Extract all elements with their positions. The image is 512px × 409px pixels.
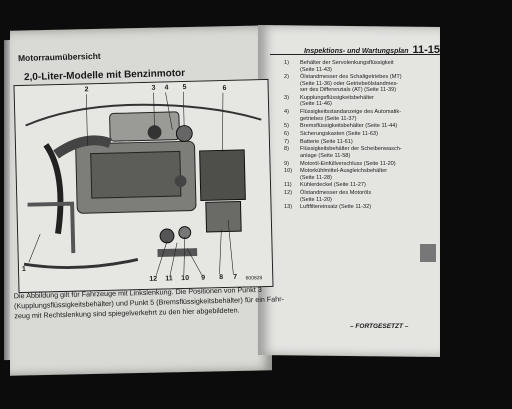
callout-9: 9 (201, 274, 206, 282)
legend-text: getriebes (Seite 11-37) (300, 115, 357, 122)
legend-item: 8) Flüssigkeitsbehälter der Scheibenwasch… (284, 146, 434, 159)
legend-text: Bremsflüssigkeitsbehälter (Seite 11-44) (300, 123, 398, 130)
legend-item: 12) Ölstandmesser des Motoröls(Seite 11-2… (284, 190, 434, 203)
legend-number: 12) (284, 190, 293, 197)
legend-text: Flüssigkeitsstandanzeige des Automatik- (300, 109, 402, 116)
callout-12: 12 (149, 275, 158, 283)
legend-text: Luftfiltereinsatz (Seite 11-32) (300, 204, 372, 211)
legend-text: ser des Differenzials (AT) (Seite 11-39) (300, 87, 397, 94)
legend-item: 2) Ölstandmesser des Schaltgetriebes (MT)… (284, 74, 434, 94)
legend-item: 7) Batterie (Seite 11-61) (284, 139, 434, 146)
legend-number: 5) (284, 123, 289, 130)
parts-legend: 1)Behälter der Servolenkungsflüssigkeit(… (284, 60, 434, 212)
callout-7: 7 (233, 273, 238, 281)
legend-text: (Seite 11-28) (300, 174, 332, 181)
legend-item: 9) Motoröl-Einfüllverschluss (Seite 11-20… (284, 161, 434, 168)
callout-6: 6 (222, 84, 227, 93)
legend-number: 9) (284, 160, 289, 167)
header-rule (270, 54, 440, 55)
legend-number: 8) (284, 146, 289, 153)
engine-bay-diagram: 2 3 4 5 6 1 12 11 10 9 8 7 600828 (13, 78, 274, 294)
legend-text: (Seite 11-46) (300, 101, 332, 108)
thumb-tab-marker (420, 244, 436, 262)
legend-text: Motoröl-Einfüllverschluss (Seite 11-20) (300, 160, 396, 167)
legend-number: 7) (284, 138, 289, 145)
legend-number: 1) (284, 60, 289, 66)
legend-item: 13) Luftfiltereinsatz (Seite 11-32) (284, 204, 434, 211)
legend-text: (Seite 11-20) (300, 196, 332, 203)
callout-2: 2 (84, 86, 89, 94)
legend-text: Flüssigkeitsbehälter der Scheibenwasch- (300, 146, 402, 153)
legend-text: Kupplungsflüssigkeitsbehälter (300, 94, 375, 101)
legend-item: 3) Kupplungsflüssigkeitsbehälter(Seite 11… (284, 95, 434, 108)
legend-text: Motorkühlmittel-Ausgleichsbehälter (300, 168, 388, 175)
legend-text: Sicherungskasten (Seite 11-63) (300, 130, 378, 137)
page-number: 11-15 (412, 44, 440, 56)
legend-number: 4) (284, 109, 289, 116)
legend-text: Ölstandmesser des Schaltgetriebes (MT) (300, 74, 402, 81)
legend-number: 10) (284, 168, 293, 175)
legend-item: 10) Motorkühlmittel-Ausgleichsbehälter(Se… (284, 168, 434, 181)
continued-note: – FORTGESETZT – (350, 323, 409, 330)
callout-10: 10 (181, 274, 190, 283)
legend-text: Batterie (Seite 11-61) (300, 138, 353, 145)
legend-number: 6) (284, 130, 289, 137)
header-section: Inspektions- und Wartungsplan (303, 48, 409, 55)
legend-text: (Seite 11-43) (300, 66, 332, 73)
engine-illustration (14, 79, 273, 293)
legend-item: 5) Bremsflüssigkeitsbehälter (Seite 11-44… (284, 123, 434, 130)
legend-text: (Seite 11-36) oder Getriebeölstandmes- (300, 80, 399, 87)
legend-item: 1) Behälter der Servolenkungsflüssigkeit(… (284, 60, 434, 73)
legend-item: 4) Flüssigkeitsstandanzeige des Automatik… (284, 109, 434, 122)
legend-text: Kühlerdeckel (Seite 11-27) (300, 182, 366, 189)
legend-text: Behälter der Servolenkungsflüssigkeit (300, 60, 394, 66)
figure-code: 600828 (245, 275, 263, 282)
legend-text: Ölstandmesser des Motoröls (300, 190, 372, 197)
legend-text: anlage (Seite 11-58) (300, 152, 351, 159)
legend-number: 13) (284, 204, 293, 211)
legend-number: 2) (284, 74, 289, 81)
legend-item: 6) Sicherungskasten (Seite 11-63) (284, 131, 434, 138)
callout-1: 1 (21, 265, 26, 273)
callout-8: 8 (219, 274, 224, 282)
legend-number: 11) (284, 182, 292, 189)
callout-4: 4 (164, 84, 169, 92)
callout-5: 5 (182, 83, 187, 92)
legend-item: 11) Kühlerdeckel (Seite 11-27) (284, 182, 434, 189)
callout-11: 11 (165, 275, 173, 283)
legend-number: 3) (284, 94, 289, 101)
callout-3: 3 (151, 84, 156, 92)
